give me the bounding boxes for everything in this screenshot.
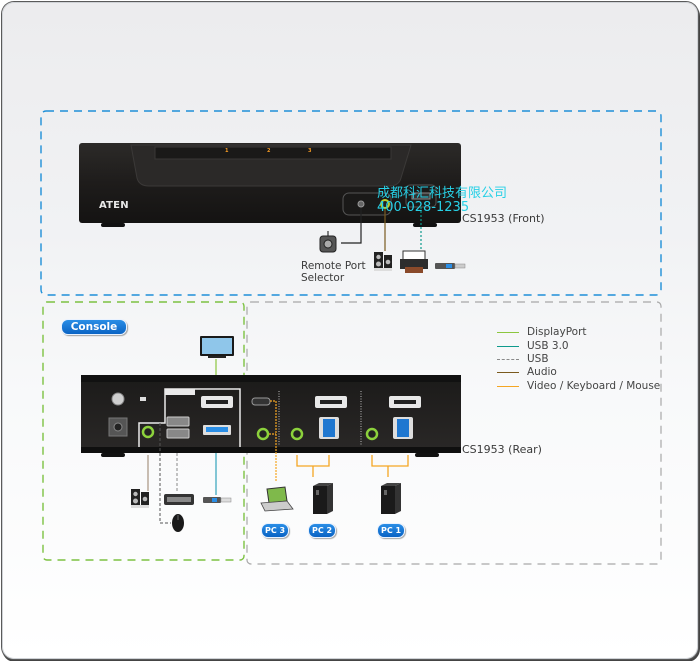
console-mouse-usb-cable [159,423,171,524]
remote-port-jack[interactable] [357,200,365,208]
front-usb-flash-drive-icon [435,263,466,269]
front-unit-label: CS1953 (Front) [462,212,545,225]
legend-label-audio: Audio [527,366,557,378]
legend-label-video-keyboard-mouse: Video / Keyboard / Mouse [527,380,661,392]
front-audio-jack[interactable] [380,199,390,209]
mouse-icon [172,514,184,532]
rear-foot-left [101,453,125,457]
remote-port-label: Remote Port Selector [301,260,366,284]
pc2-usb-b-insert [323,419,335,437]
console-usb-port-bottom[interactable] [166,428,190,439]
front-unit [79,143,466,273]
pc1-kvm-cable [371,455,409,477]
legend-swatch-usb [497,359,519,360]
pc3-badge: PC 3 [261,523,289,538]
monitor-icon [200,336,234,358]
front-port-2-led: 2 [267,148,271,154]
aten-logo: ATEN [99,200,129,211]
pc3-audio-jack[interactable] [256,427,270,441]
watermark-phone: 400-028-1235 [377,200,470,215]
pc2-badge: PC 2 [308,523,336,538]
legend-label-displayport: DisplayPort [527,326,587,338]
laptop-pc3-icon [260,486,294,512]
remote-port-housing [342,192,392,216]
remote-port-cable [341,208,362,244]
front-usb-port[interactable] [411,192,431,200]
legend-label-usb30: USB 3.0 [527,340,569,352]
remote-port-label-line2: Selector [301,272,345,284]
remote-port-selector-icon [319,231,337,253]
legend-swatch-video-keyboard-mouse [497,386,519,387]
console-audio-jack[interactable] [141,425,155,439]
front-foot-right [413,223,437,227]
front-speakers-icon [374,252,392,271]
pc1-usb-b-insert [397,419,409,437]
rear-panel-top-edge [81,375,461,382]
pc3-kvm-cable [270,400,277,481]
rear-panel-body [81,375,461,453]
rear-unit-label: CS1953 (Rear) [462,443,542,456]
pc1-audio-jack[interactable] [365,427,379,441]
front-foot-left [101,223,125,227]
watermark-company: 成都科汇科技有限公司 [377,186,508,201]
firmware-switch[interactable] [140,397,146,401]
legend-label-usb: USB [527,353,549,365]
front-zone-border [40,110,662,296]
ground-screw [111,392,125,406]
front-panel-slot [154,146,392,160]
tower-pc1-icon [381,483,401,514]
pc1-displayport-slot [394,400,416,404]
console-badge: Console [61,319,127,335]
rear-unit [81,336,461,532]
console-section-outline [138,388,241,447]
pc3-remote-port[interactable] [251,397,271,406]
console-usb30-port-insert [206,427,228,432]
legend-swatch-displayport [497,332,519,333]
legend: DisplayPort USB 3.0 USB Audio Video / Ke… [497,326,667,396]
pc2-audio-jack[interactable] [290,427,304,441]
console-displayport-slot [206,400,228,404]
pc2-kvm-cable [296,455,330,477]
pc1-badge: PC 1 [377,523,405,538]
console-section-tab [165,389,195,395]
power-jack-socket [113,422,123,432]
front-port-3-led: 3 [308,148,312,154]
rear-foot-right [415,453,439,457]
rear-panel-bottom-edge [81,447,461,453]
console-usb-flash-drive-icon [203,497,232,503]
legend-swatch-usb30 [497,346,519,347]
keyboard-icon [164,494,194,505]
console-usb-port-top[interactable] [166,416,190,427]
front-port-1-led: 1 [225,148,229,154]
tower-pc2-icon [313,483,333,514]
console-speakers-icon [131,489,149,508]
printer-icon [400,250,428,273]
pc2-displayport-slot [320,400,342,404]
remote-port-label-line1: Remote Port [301,260,366,272]
legend-swatch-audio [497,372,519,373]
